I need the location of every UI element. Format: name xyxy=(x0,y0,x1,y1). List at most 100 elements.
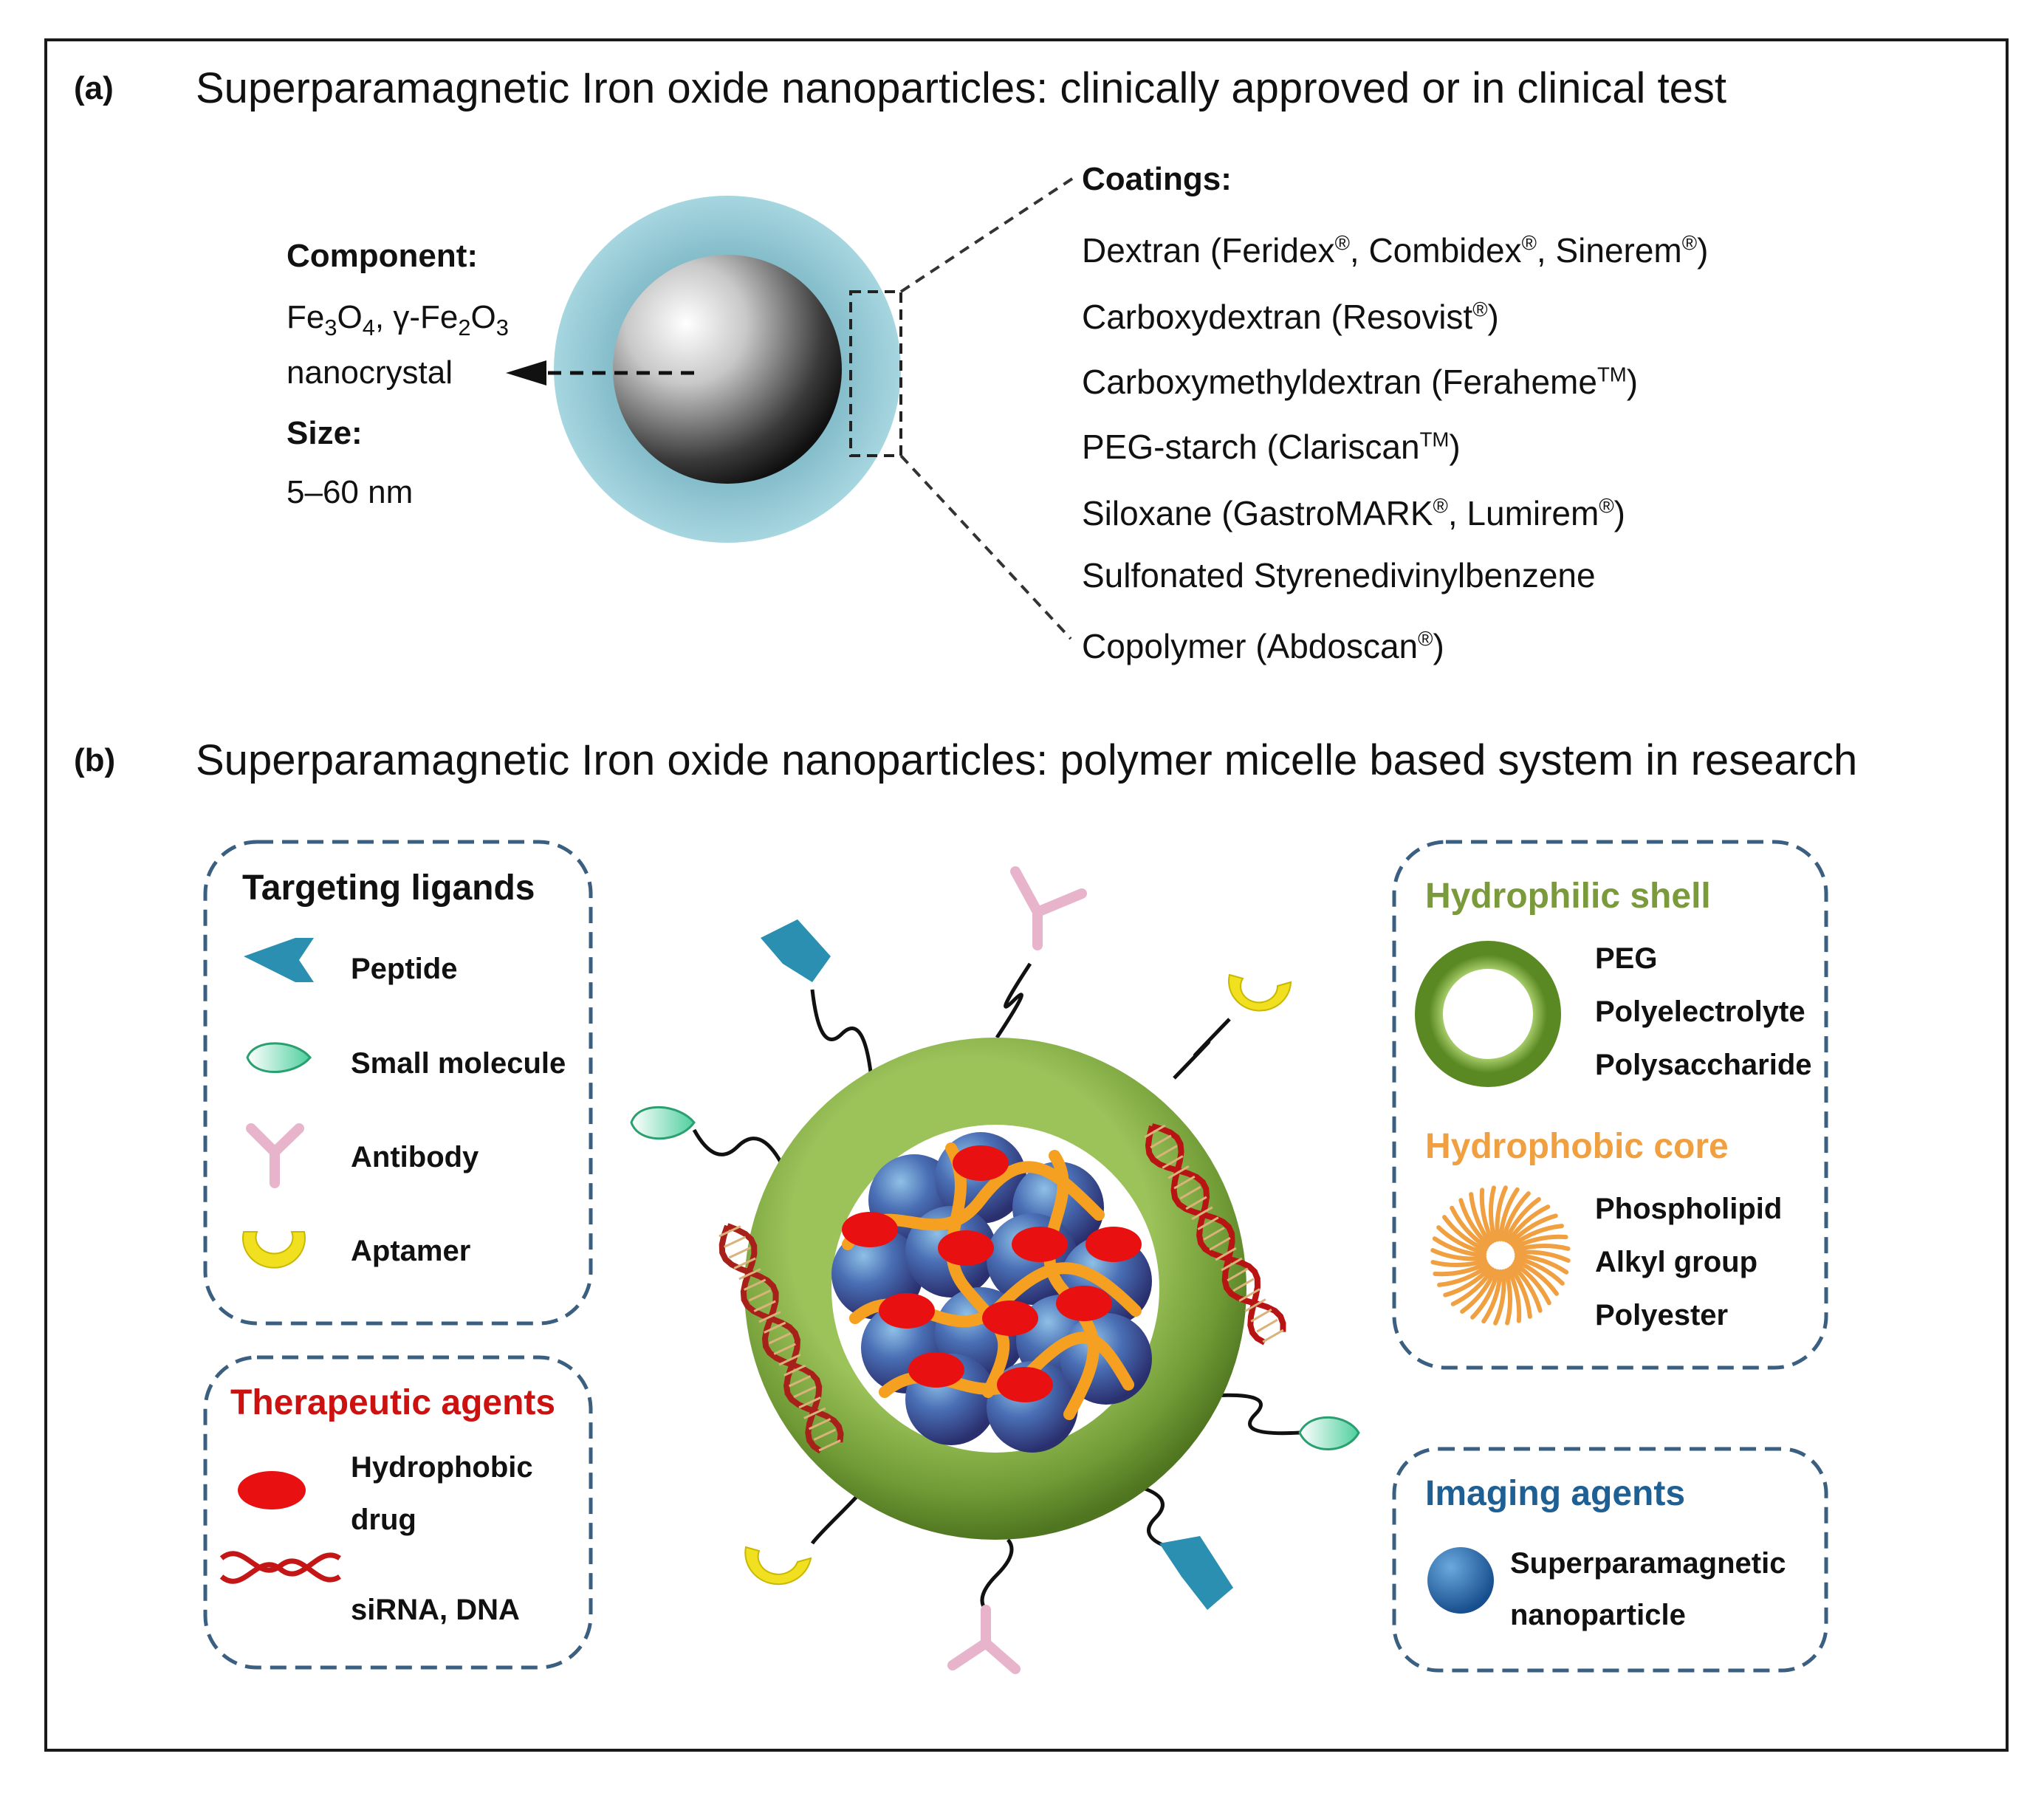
alkyl-chain-stroke xyxy=(1513,1258,1559,1296)
zoom-line-top xyxy=(899,176,1076,293)
tether xyxy=(995,962,1032,1039)
peptide-ligand xyxy=(761,919,831,982)
dna-icon xyxy=(219,1551,341,1584)
dna-base-pair xyxy=(1173,1175,1196,1190)
therapeutic-box xyxy=(203,1355,593,1670)
alkyl-chain-stroke xyxy=(1450,1267,1495,1306)
antibody-arm xyxy=(1032,888,1087,917)
dna-base-pair xyxy=(1232,1278,1255,1292)
tether xyxy=(1210,1393,1300,1436)
small-molecule-ligand xyxy=(1298,1416,1360,1450)
hydrophilic-heading: Hydrophilic shell xyxy=(1425,877,1711,916)
dna-base-pair xyxy=(1221,1257,1243,1272)
tether xyxy=(692,1128,783,1165)
dna-base-pair xyxy=(1185,1196,1207,1210)
antibody-arm xyxy=(1010,866,1043,917)
alkyl-chain-stroke xyxy=(1498,1187,1520,1241)
coating-siloxane: Siloxane (GastroMARK®, Lumirem®) xyxy=(1082,494,1625,532)
tether xyxy=(810,989,874,1079)
alkyl-chain-stroke xyxy=(1512,1261,1551,1306)
imaging-item-nanoparticle: nanoparticle xyxy=(1510,1599,1686,1631)
coating-peg-starch: PEG-starch (ClariscanTM) xyxy=(1082,428,1461,466)
hydrophobic-heading: Hydrophobic core xyxy=(1425,1127,1729,1166)
surface-ligands xyxy=(630,866,1360,1674)
drug-molecule xyxy=(938,1230,994,1266)
alkyl-chain-stroke xyxy=(1509,1265,1532,1319)
imaging-item-superparamagnetic: Superparamagnetic xyxy=(1510,1547,1786,1580)
drug-molecule xyxy=(879,1293,935,1329)
alkyl-chain-stroke xyxy=(1495,1185,1508,1242)
alkyl-chain-stroke xyxy=(1430,1258,1488,1268)
hydrophilic-item-peg: PEG xyxy=(1595,942,1658,975)
antibody-ligand xyxy=(947,1605,1021,1674)
drug-molecule xyxy=(982,1300,1038,1336)
panel-b-title: Superparamagnetic Iron oxide nanoparticl… xyxy=(196,736,1858,784)
peptide-icon xyxy=(244,938,314,982)
dna-base-pair xyxy=(818,1439,841,1452)
dna-base-pair xyxy=(803,1407,826,1419)
alkyl-chain-stroke xyxy=(1503,1268,1513,1326)
dna-strand-right xyxy=(1144,1123,1286,1346)
dna-base-pair xyxy=(1227,1267,1249,1282)
antibody-arm xyxy=(981,1638,1021,1674)
drug-icon xyxy=(238,1471,306,1509)
dna-base-pair xyxy=(1156,1145,1178,1159)
drug-molecule xyxy=(1012,1227,1068,1262)
alkyl-chain-stroke xyxy=(1512,1234,1568,1250)
alkyl-chain-stroke xyxy=(1469,1192,1492,1246)
dna-base-pair xyxy=(764,1321,786,1334)
hydrophobic-core-icon xyxy=(1430,1185,1571,1326)
dna-base-pair xyxy=(1179,1185,1201,1200)
dna-base-pair xyxy=(768,1332,792,1345)
legend-boxes xyxy=(203,840,1828,1673)
dna-base-pair xyxy=(793,1385,816,1398)
targeting-item-antibody: Antibody xyxy=(351,1141,479,1173)
targeting-box xyxy=(203,840,593,1326)
drug-molecule xyxy=(953,1145,1009,1181)
dna-base-pair xyxy=(788,1375,812,1388)
component-description: nanocrystal xyxy=(287,354,453,391)
hydrophobic-item-alkyl: Alkyl group xyxy=(1595,1246,1758,1278)
coating-sulfonated: Sulfonated Styrenedivinylbenzene xyxy=(1082,556,1596,594)
coating-carboxymethyldextran: Carboxymethyldextran (FerahemeTM) xyxy=(1082,363,1639,401)
targeting-item-small-molecule: Small molecule xyxy=(351,1047,566,1080)
dna-base-pair xyxy=(744,1278,766,1291)
alkyl-chain-stroke xyxy=(1513,1243,1571,1252)
dna-base-pair xyxy=(1162,1155,1184,1169)
dna-base-pair xyxy=(1256,1318,1278,1333)
alkyl-chain-stroke xyxy=(1506,1267,1522,1323)
peptide-ligand xyxy=(1159,1536,1233,1610)
dna-base-pair xyxy=(773,1343,796,1355)
dna-base-pair xyxy=(1167,1165,1190,1179)
alkyl-chain-stroke xyxy=(1433,1261,1489,1277)
dna-base-pair xyxy=(778,1354,801,1366)
dna-base-pair xyxy=(1215,1247,1237,1261)
targeting-item-aptamer: Aptamer xyxy=(351,1235,471,1267)
antibody-ligand xyxy=(1010,866,1087,950)
dna-base-pair xyxy=(728,1247,752,1259)
dna-base-pair xyxy=(813,1428,836,1441)
component-formula: Fe3O4, γ-Fe2O3 xyxy=(287,299,509,340)
dna-strand-left xyxy=(719,1223,844,1454)
zoom-line-bottom xyxy=(899,454,1072,640)
dna-base-pair xyxy=(719,1225,741,1238)
alkyl-chain-stroke xyxy=(1493,1269,1506,1326)
dna-base-pair xyxy=(1197,1216,1219,1230)
micelle xyxy=(630,866,1360,1674)
alkyl-chain-stroke xyxy=(1470,1269,1501,1320)
alkyl-chain-stroke xyxy=(1509,1213,1558,1246)
alkyl-chain-stroke xyxy=(1488,1185,1498,1243)
dna-base-pair xyxy=(1244,1298,1266,1312)
dna-base-pair xyxy=(1250,1309,1272,1323)
alkyl-chain-stroke xyxy=(1515,1253,1569,1275)
panel-b-label: (b) xyxy=(74,742,116,778)
aptamer-icon xyxy=(242,1231,306,1269)
therapeutic-heading: Therapeutic agents xyxy=(230,1383,556,1422)
hydrophobic-item-polyester: Polyester xyxy=(1595,1299,1729,1331)
drug-molecule xyxy=(842,1212,898,1247)
alkyl-chain-stroke xyxy=(1479,1187,1495,1244)
core-contents xyxy=(831,1132,1152,1453)
size-value: 5–60 nm xyxy=(287,474,414,510)
alkyl-chain-stroke xyxy=(1430,1248,1487,1261)
